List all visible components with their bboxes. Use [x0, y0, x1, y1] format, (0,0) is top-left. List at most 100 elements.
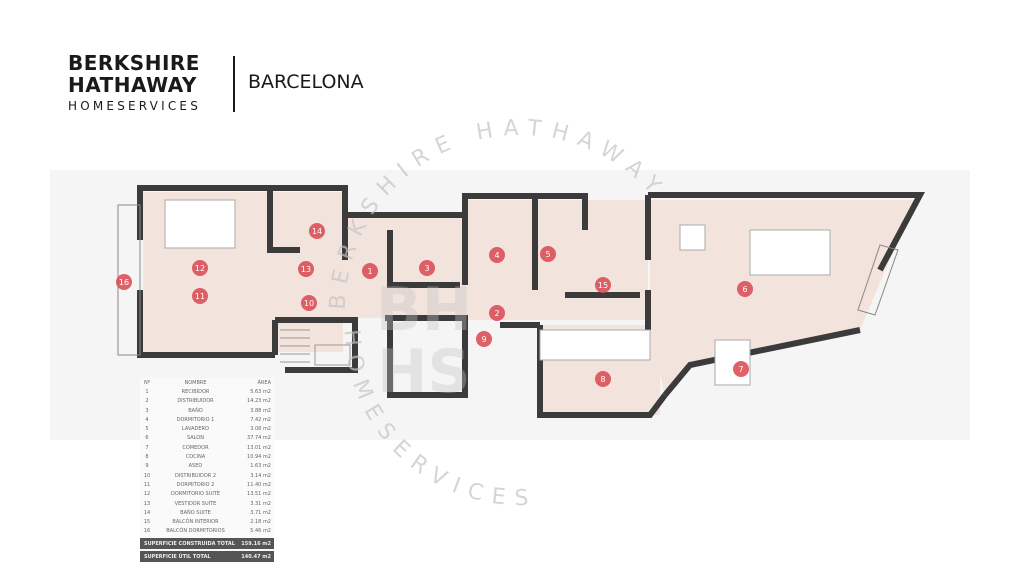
cell-name: DORMITORIO SUITE	[170, 491, 221, 498]
header-num: Nº	[143, 379, 151, 386]
room-marker-label: 16	[119, 278, 129, 287]
cell-num: 9	[145, 463, 149, 470]
room-marker-label: 5	[545, 250, 550, 259]
logo-line-3: HOMESERVICES	[68, 99, 202, 113]
table-row: 6 SALON 37.74 m2	[140, 434, 274, 443]
room-marker-circle	[116, 274, 132, 290]
cell-area: 3.14 m2	[250, 472, 271, 479]
brand-logo: BERKSHIRE HATHAWAY HOMESERVICES	[68, 52, 201, 113]
table-row: 12 DORMITORIO SUITE 13.51 m2	[140, 490, 274, 499]
room-marker-label: 14	[312, 227, 322, 236]
table-row: 4 DORMITORIO 1 7.42 m2	[140, 415, 274, 424]
cell-name: ASEO	[188, 463, 203, 470]
room-marker-circle	[419, 260, 435, 276]
cell-area: 3.88 m2	[250, 407, 271, 414]
room-marker-circle	[540, 246, 556, 262]
table-row: 9 ASEO 1.63 m2	[140, 462, 274, 471]
cell-name: DORMITORIO 1	[176, 416, 215, 423]
room-marker-label: 13	[301, 265, 311, 274]
cell-name: DISTRIBUIDOR	[177, 398, 214, 405]
header-name: NOMBRE	[184, 379, 207, 386]
room-marker-label: 7	[738, 365, 743, 374]
cell-num: 1	[145, 388, 149, 395]
cell-num: 12	[143, 491, 151, 498]
cell-area: 2.18 m2	[250, 519, 271, 526]
room-marker-label: 2	[494, 309, 499, 318]
cell-num: 15	[143, 519, 151, 526]
cell-num: 3	[145, 407, 149, 414]
cell-name: BALCÓN INTERIOR	[172, 519, 219, 526]
cell-area: 7.42 m2	[250, 416, 271, 423]
cell-area: 3.08 m2	[250, 426, 271, 433]
cell-num: 5	[145, 426, 149, 433]
total-label: SUPERFICIE CONSTRUIDA TOTAL	[144, 540, 235, 547]
cell-num: 7	[145, 444, 149, 451]
cell-name: LAVADERO	[182, 426, 209, 433]
room-marker-circle	[309, 223, 325, 239]
total-row: SUPERFICIE ÚTIL TOTAL 140.47 m2	[140, 551, 274, 563]
cell-area: 1.63 m2	[250, 463, 271, 470]
room-marker-circle	[489, 305, 505, 321]
cell-area: 5.63 m2	[250, 388, 271, 395]
cell-area: 5.46 m2	[250, 528, 271, 535]
room-marker-circle	[595, 277, 611, 293]
table-row: 1 RECIBIDOR 5.63 m2	[140, 387, 274, 396]
cell-name: SALON	[187, 435, 204, 442]
table-row: 10 DISTRIBUIDOR 2 3.14 m2	[140, 471, 274, 480]
cell-num: 14	[143, 509, 151, 516]
logo-line-1: BERKSHIRE	[68, 51, 200, 75]
room-marker-label: 6	[742, 285, 747, 294]
room-marker-circle	[298, 261, 314, 277]
total-row: SUPERFICIE CONSTRUIDA TOTAL 159.16 m2	[140, 538, 274, 550]
room-marker-label: 11	[195, 292, 205, 301]
cell-area: 14.23 m2	[247, 398, 271, 405]
cell-area: 13.51 m2	[247, 491, 271, 498]
cell-num: 6	[145, 435, 149, 442]
total-value: 159.16 m2	[241, 540, 271, 547]
cell-num: 16	[143, 528, 151, 535]
room-marker-circle	[192, 260, 208, 276]
cell-num: 8	[145, 454, 149, 461]
room-marker-label: 8	[600, 375, 605, 384]
header-area: ÁREA	[257, 379, 271, 386]
watermark-mono-bottom: HS	[377, 337, 470, 407]
room-marker-label: 3	[424, 264, 429, 273]
table-row: 8 COCINA 10.94 m2	[140, 452, 274, 461]
cell-name: RECIBIDOR	[181, 388, 210, 395]
cell-num: 4	[145, 416, 149, 423]
room-marker-label: 12	[195, 264, 205, 273]
room-marker-circle	[192, 288, 208, 304]
room-marker-circle	[733, 361, 749, 377]
room-marker-label: 1	[367, 267, 372, 276]
cell-name: DORMITORIO 2	[176, 481, 215, 488]
cell-name: COMEDOR	[182, 444, 209, 451]
cell-area: 3.71 m2	[250, 509, 271, 516]
cell-name: COCINA	[185, 454, 206, 461]
cell-area: 10.94 m2	[247, 454, 271, 461]
cell-area: 37.74 m2	[247, 435, 271, 442]
cell-area: 13.01 m2	[247, 444, 271, 451]
cell-name: DISTRIBUIDOR 2	[174, 472, 217, 479]
logo-city: BARCELONA	[248, 71, 364, 93]
total-value: 140.47 m2	[241, 553, 271, 560]
table-row: 15 BALCÓN INTERIOR 2.18 m2	[140, 517, 274, 526]
table-header: Nº NOMBRE ÁREA	[140, 378, 274, 387]
room-marker-circle	[489, 247, 505, 263]
table-row: 5 LAVADERO 3.08 m2	[140, 424, 274, 433]
room-marker-circle	[476, 331, 492, 347]
cell-area: 3.31 m2	[250, 500, 271, 507]
room-marker-circle	[737, 281, 753, 297]
cell-num: 10	[143, 472, 151, 479]
total-label: SUPERFICIE ÚTIL TOTAL	[144, 553, 211, 560]
room-marker-label: 10	[304, 299, 314, 308]
room-marker-label: 9	[481, 335, 486, 344]
stair-lines	[280, 329, 351, 366]
logo-divider	[233, 56, 235, 112]
